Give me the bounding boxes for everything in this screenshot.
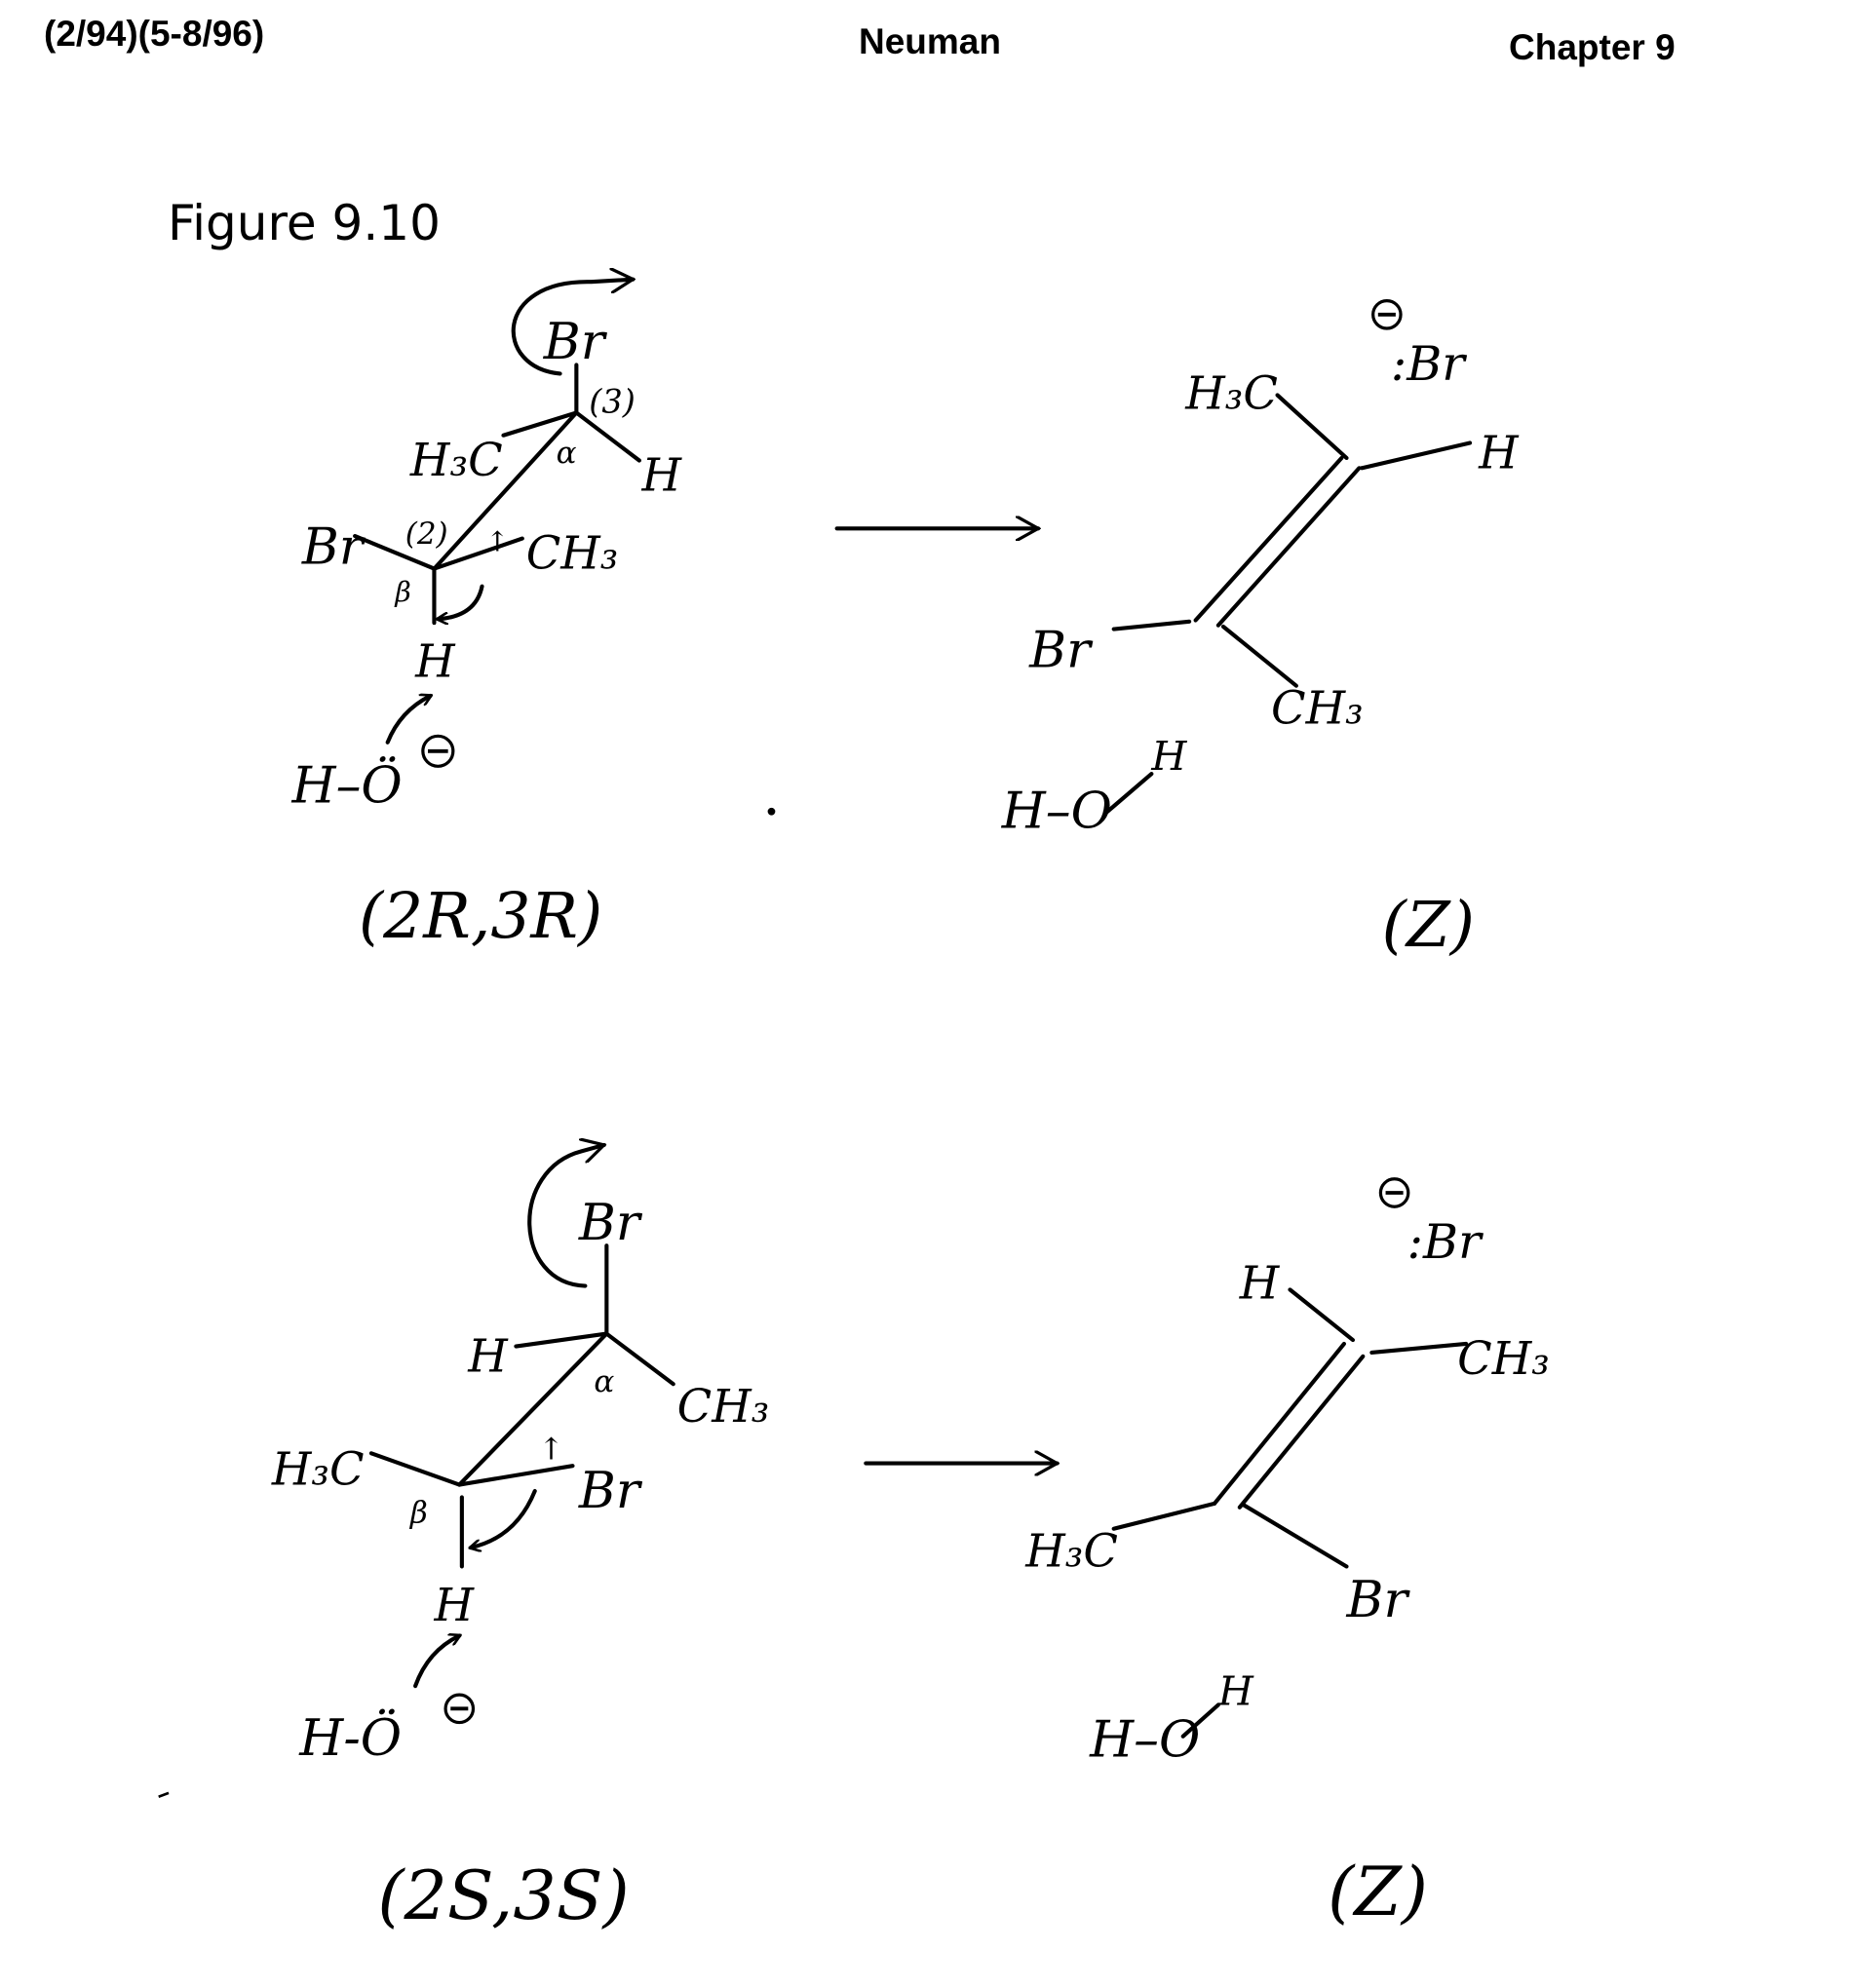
label-water: H–O [1001,783,1112,841]
label-h: H [414,635,456,688]
label-water: H–O [1089,1710,1200,1769]
stereo-label-reactant: (2S,3S) [377,1856,629,1935]
stereo-label-product: (Z) [1382,889,1475,962]
label-ch3: CH₃ [1271,681,1364,734]
label-alpha: α [594,1364,614,1399]
bond [457,1464,575,1487]
negative-charge-icon [421,734,455,768]
label-h: H [640,449,682,502]
label-h3c: H₃C [1024,1524,1118,1577]
label-bromide-ion: :Br [1391,335,1468,392]
top-product-alkene: :Br H₃C H Br CH₃ H–O H (Z) [1001,298,1520,962]
stereo-label-product: (Z) [1328,1853,1428,1931]
bond [1105,771,1154,814]
figure-title: Figure 9.10 [168,195,441,251]
bond [353,533,437,571]
bond [604,1331,675,1387]
label-br: Br [1346,1571,1411,1629]
label-water-h: H [1150,733,1187,780]
label-ch3: CH₃ [1457,1332,1550,1385]
label-up-arrow: ↑ [485,526,509,558]
label-h3c: H₃C [271,1443,365,1496]
label-ch3: CH₃ [526,527,619,580]
label-h3c: H₃C [1184,367,1278,420]
label-br: Br [1028,621,1094,679]
negative-charge-icon [1378,1177,1410,1208]
label-h: H [433,1579,475,1631]
label-br: Br [578,1194,643,1252]
curved-arrow-hydroxide [413,1635,459,1689]
bond [574,410,641,463]
bond [432,410,579,571]
header-revision-dates: (2/94)(5-8/96) [44,14,265,54]
label-up-arrow: ↑ [539,1433,564,1468]
bond [1369,1341,1469,1356]
curved-arrow [471,1488,537,1548]
bond [1180,1702,1220,1739]
stereo-label-reactant: (2R,3R) [359,880,602,953]
label-h3c: H₃C [409,434,503,486]
bond [1241,1503,1349,1569]
negative-charge-icon [1371,298,1403,330]
curved-arrow-leaving-group [527,1145,604,1288]
label-h: H [467,1329,509,1382]
label-water-h: H [1217,1667,1254,1714]
label-priority-3: (3) [589,382,636,420]
label-h: H [1239,1256,1281,1309]
bond [1220,624,1298,688]
label-br: Br [578,1462,643,1520]
label-h: H [1478,426,1520,478]
double-bond [1215,466,1362,628]
header-author: Neuman [859,21,1001,61]
double-bond [1212,1341,1347,1506]
label-hydroxide: H–Ö [291,756,403,816]
label-br: Br [301,517,366,576]
bond [1111,619,1192,631]
bond [368,1451,462,1487]
speck [158,1791,170,1798]
curved-arrow [438,584,484,620]
label-beta: β [394,576,410,608]
bond [432,536,524,571]
label-priority-2: (2) [405,516,448,552]
bond [1111,1501,1217,1531]
label-br: Br [543,313,608,371]
negative-charge-icon [443,1693,476,1725]
double-bond [1193,455,1344,623]
curved-arrow-leaving-group [511,280,634,376]
speck [767,807,776,816]
label-beta: β [409,1495,428,1530]
top-reactant-newman: Br (3) H₃C α H Br (2) ↑ CH₃ β H H–Ö (2R,… [291,280,682,953]
label-hydroxide: H-Ö [298,1708,402,1768]
bottom-product-alkene: :Br H CH₃ H₃C Br H–O H (Z) [1024,1177,1550,1931]
bond [1275,393,1349,461]
bond [1288,1287,1356,1343]
curved-arrow-hydroxide [385,696,431,745]
label-bromide-ion: :Br [1407,1213,1484,1270]
label-alpha: α [557,436,577,471]
double-bond [1237,1354,1366,1510]
bond [514,1331,609,1349]
header-chapter: Chapter 9 [1509,27,1676,67]
bond [457,1331,609,1487]
bond [501,410,579,438]
bottom-reactant-newman: Br H α CH₃ H₃C ↑ Br β H H-Ö (2S,3S) [271,1145,769,1935]
label-ch3: CH₃ [677,1380,770,1433]
bond [1359,440,1473,471]
